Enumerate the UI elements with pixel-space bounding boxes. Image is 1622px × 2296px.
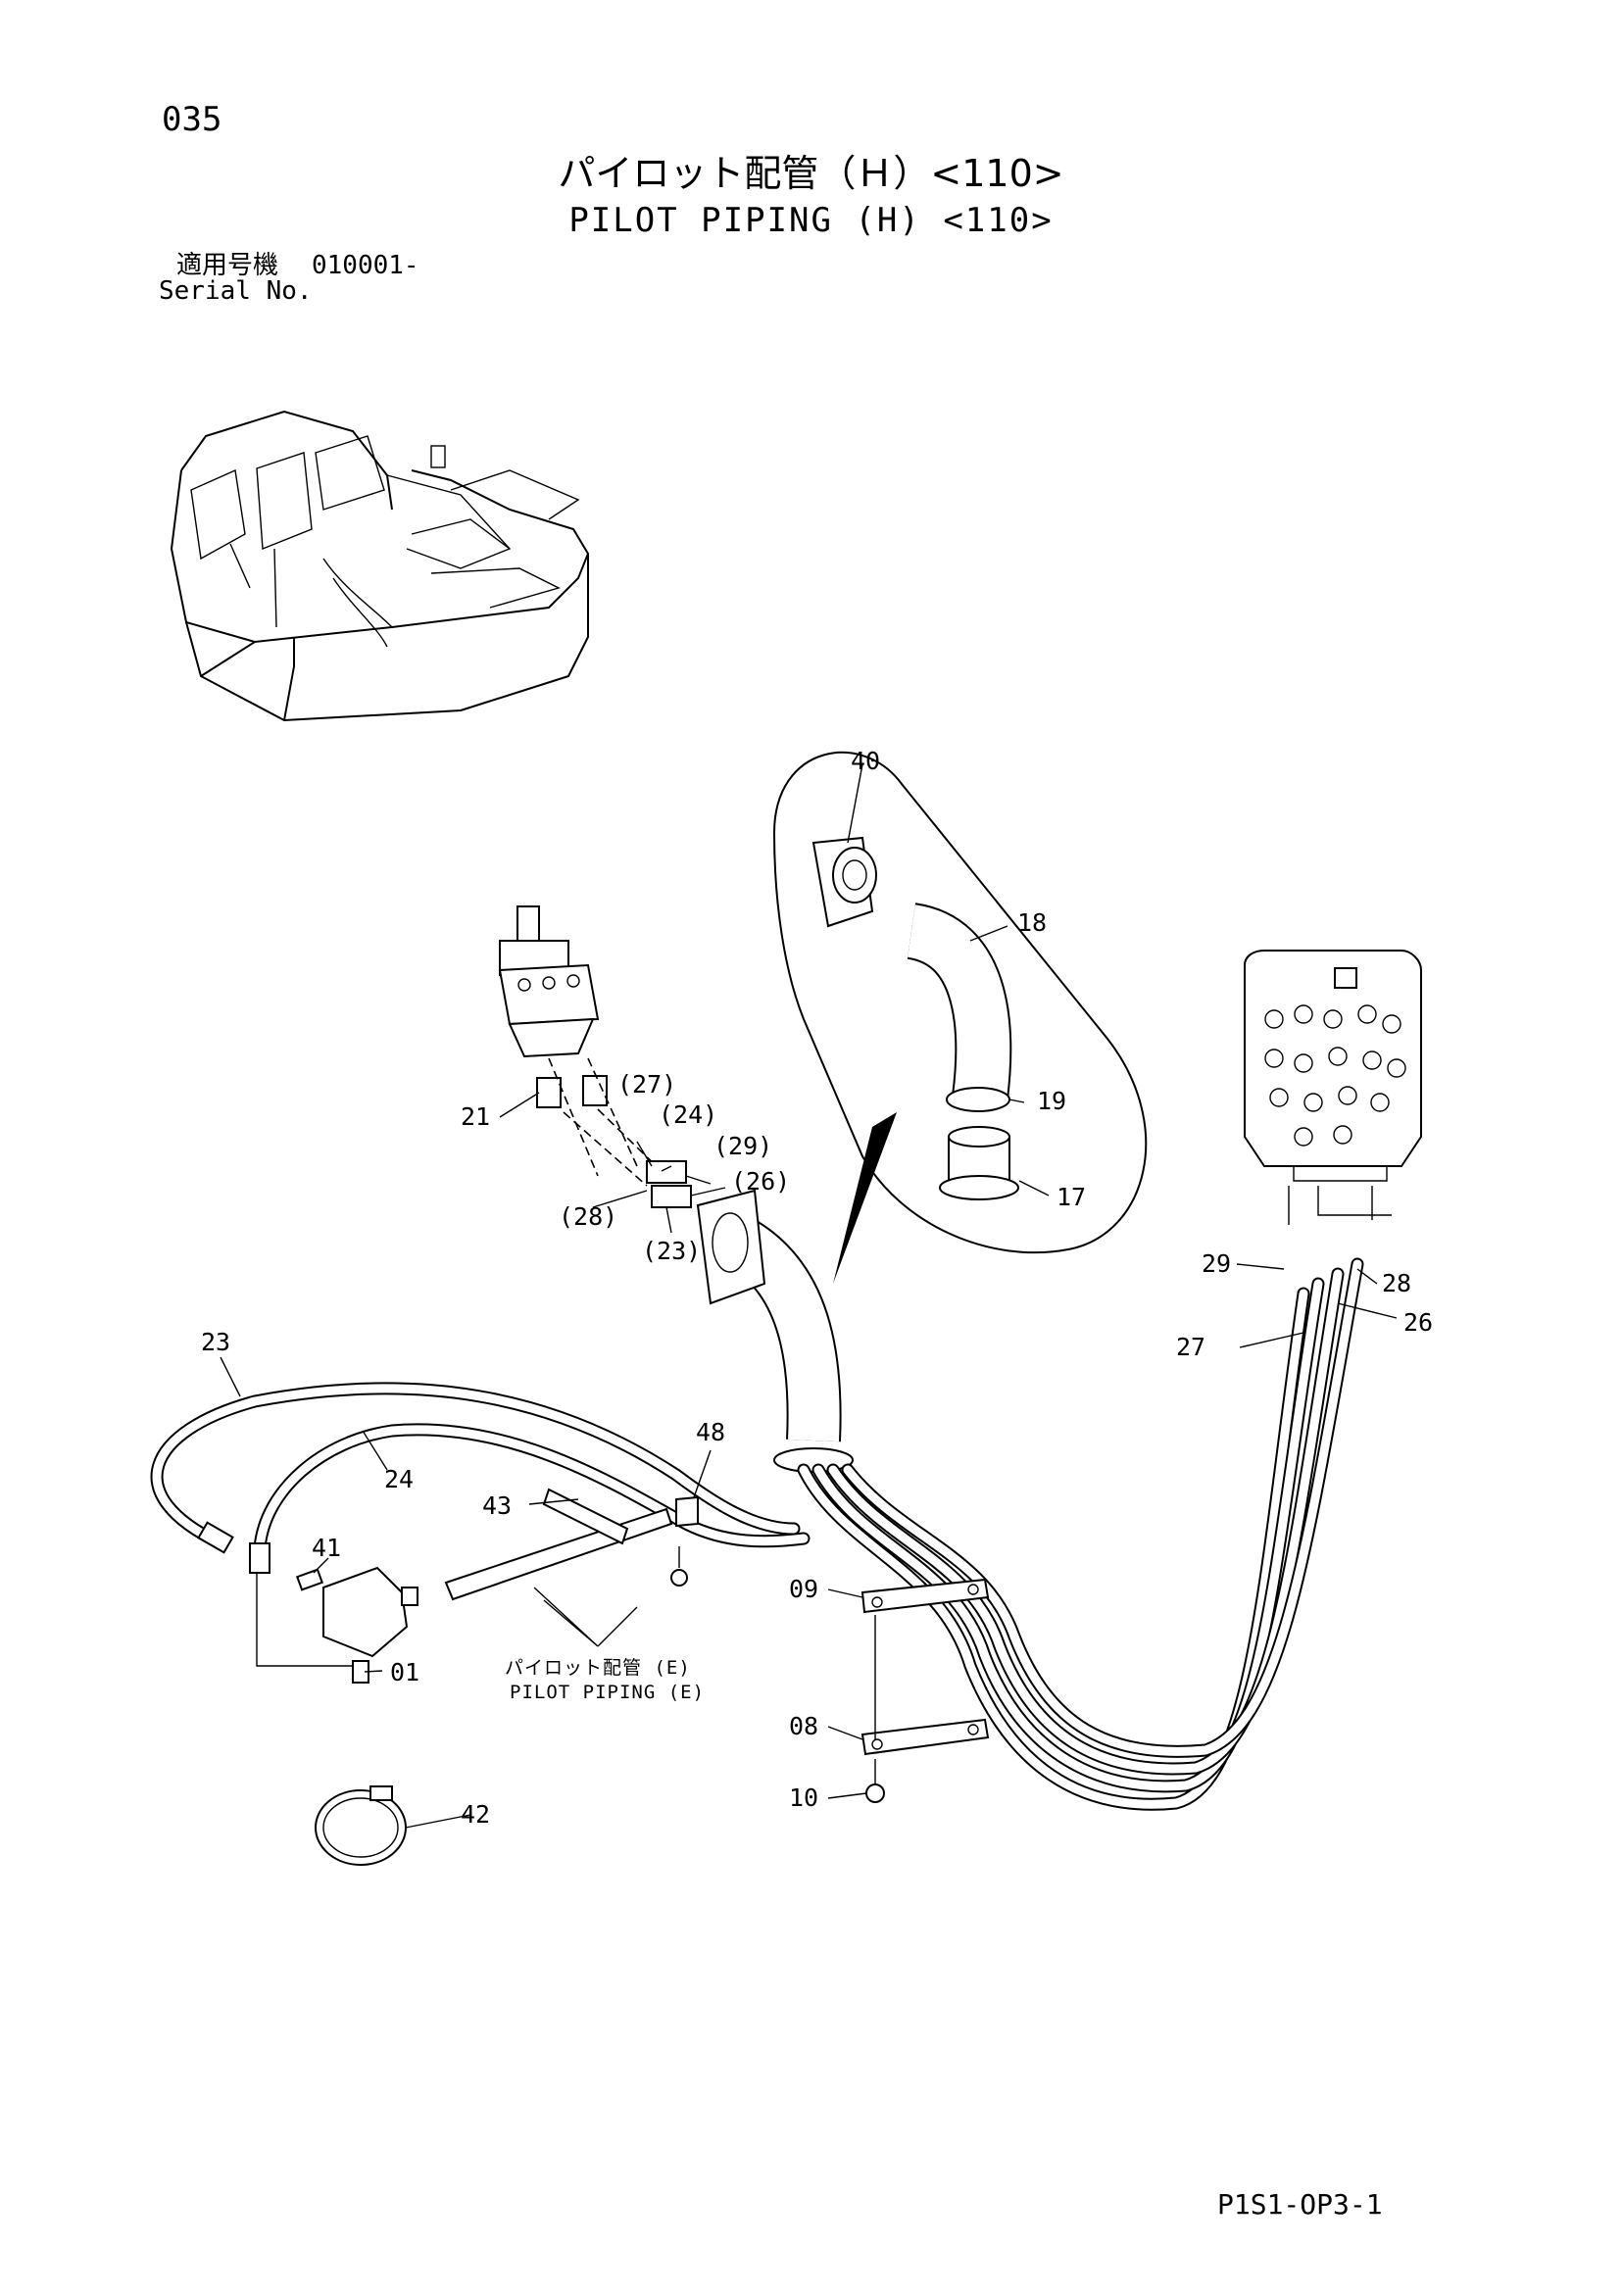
reference-note-japanese: パイロット配管 (E): [505, 1657, 691, 1679]
page-number: 035: [162, 100, 222, 139]
callout-21: 21: [461, 1102, 490, 1131]
hose-bundle: [150, 1257, 1364, 1811]
hardware: [256, 1488, 990, 1866]
title-japanese: パイロット配管（Ｈ）<110>: [558, 152, 1064, 195]
callout-26: 26: [1403, 1308, 1433, 1337]
callout-28-ref: (28): [559, 1202, 617, 1231]
callout-01: 01: [390, 1658, 419, 1686]
callout-43: 43: [482, 1491, 512, 1520]
pilot-valve: [498, 905, 692, 1208]
callout-19: 19: [1037, 1087, 1066, 1115]
callouts: 40 18 19 17 21 (27) (24) (29) (26) (28) …: [201, 747, 1433, 1829]
callout-27: 27: [1176, 1333, 1205, 1361]
leader-lines: [220, 763, 1398, 1829]
callout-29-ref: (29): [713, 1132, 772, 1160]
callout-18: 18: [1017, 908, 1047, 937]
detail-bubble: [772, 751, 1148, 1284]
callout-23: 23: [201, 1328, 230, 1356]
callout-29: 29: [1202, 1249, 1231, 1278]
callout-27-ref: (27): [617, 1070, 676, 1099]
title-english: PILOT PIPING (H) <110>: [568, 201, 1054, 240]
callout-23-ref: (23): [642, 1237, 701, 1265]
callout-41: 41: [312, 1534, 341, 1562]
control-valve: [1244, 950, 1422, 1225]
reference-note-english: PILOT PIPING (E): [510, 1682, 705, 1703]
callout-08: 08: [789, 1712, 818, 1740]
callout-24-ref: (24): [659, 1100, 717, 1129]
callout-10: 10: [789, 1783, 818, 1812]
callout-26-ref: (26): [731, 1167, 790, 1196]
callout-17: 17: [1057, 1183, 1086, 1211]
excavator-overview: [170, 410, 590, 722]
callout-24: 24: [384, 1465, 414, 1493]
callout-40: 40: [851, 747, 880, 775]
pilot-pipe: [696, 1189, 854, 1473]
serial-label-japanese: 適用号機: [176, 251, 279, 280]
callout-28: 28: [1382, 1269, 1411, 1297]
drawing-code: P1S1-OP3-1: [1217, 2188, 1383, 2221]
serial-number-value: 010001-: [312, 251, 419, 280]
serial-label-english: Serial No.: [159, 276, 313, 306]
callout-48: 48: [696, 1418, 725, 1446]
callout-09: 09: [789, 1575, 818, 1603]
callout-42: 42: [461, 1800, 490, 1829]
